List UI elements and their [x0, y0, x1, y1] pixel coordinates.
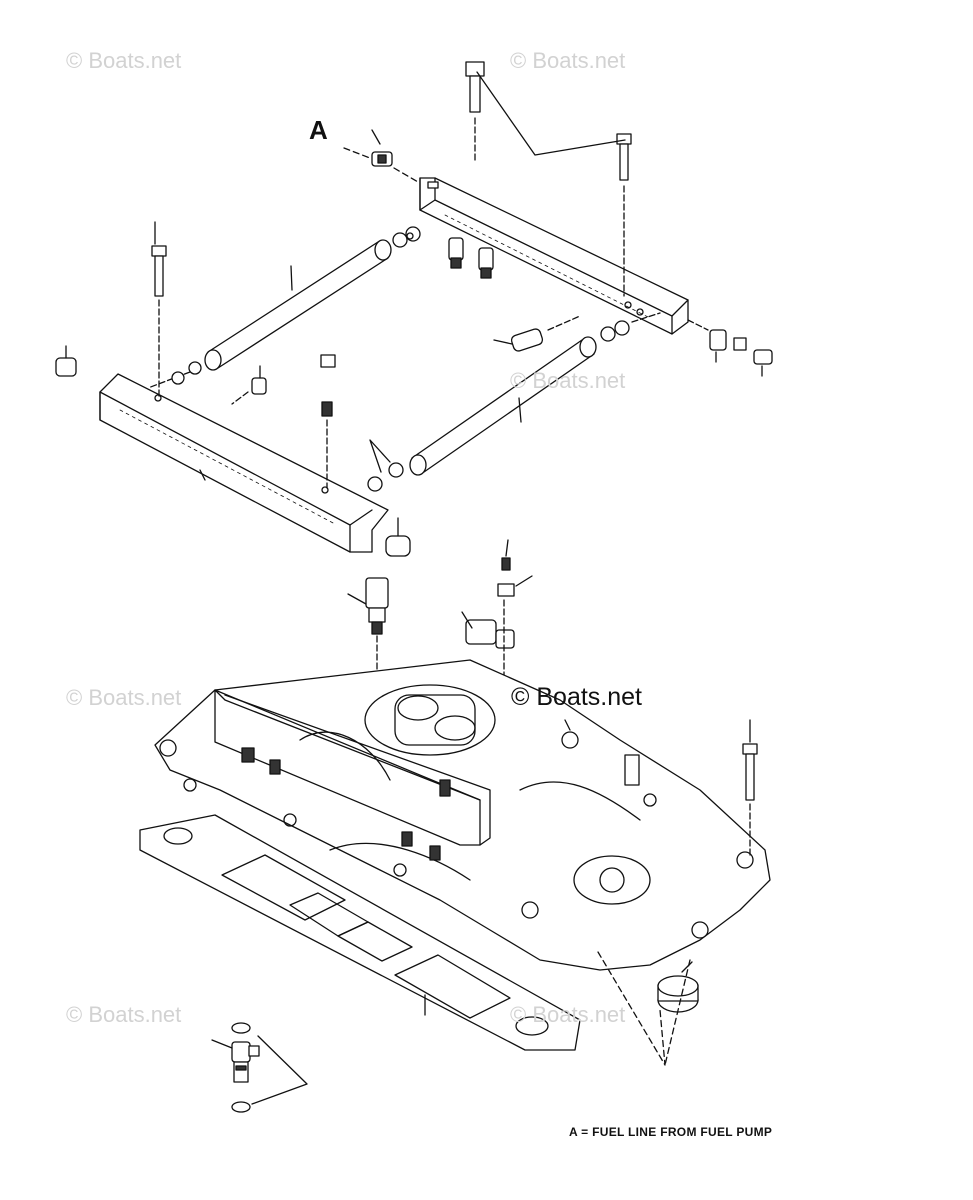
- callout-label-a: A: [309, 115, 328, 145]
- intake-gasket: [140, 815, 580, 1050]
- injector-detail: [212, 1023, 307, 1112]
- legend-note: A = FUEL LINE FROM FUEL PUMP: [569, 1125, 773, 1139]
- watermark: © Boats.net: [66, 685, 182, 710]
- watermark: © Boats.net: [66, 1002, 182, 1027]
- watermark-center: © Boats.net: [511, 683, 642, 711]
- fuel-rail-right: [420, 178, 688, 334]
- crossover-tube-upper: [148, 227, 420, 388]
- crossover-tube-lower: [368, 313, 660, 491]
- rail-injector-stubs: [449, 238, 493, 278]
- left-rail-parts: [56, 222, 410, 556]
- manifold-bolt: [743, 720, 757, 855]
- fuel-inlet-fitting-a: [344, 130, 418, 182]
- fuel-pressure-sensor: [494, 316, 580, 352]
- watermark: © Boats.net: [66, 48, 182, 73]
- manifold-plug: [598, 952, 698, 1065]
- watermark: © Boats.net: [510, 1002, 626, 1027]
- watermark: © Boats.net: [510, 48, 626, 73]
- intake-manifold: [155, 660, 770, 970]
- rail-bolts-top: [466, 62, 631, 296]
- watermark: © Boats.net: [510, 368, 626, 393]
- fuel-rail-left: [100, 374, 388, 552]
- right-end-fittings: [688, 320, 772, 376]
